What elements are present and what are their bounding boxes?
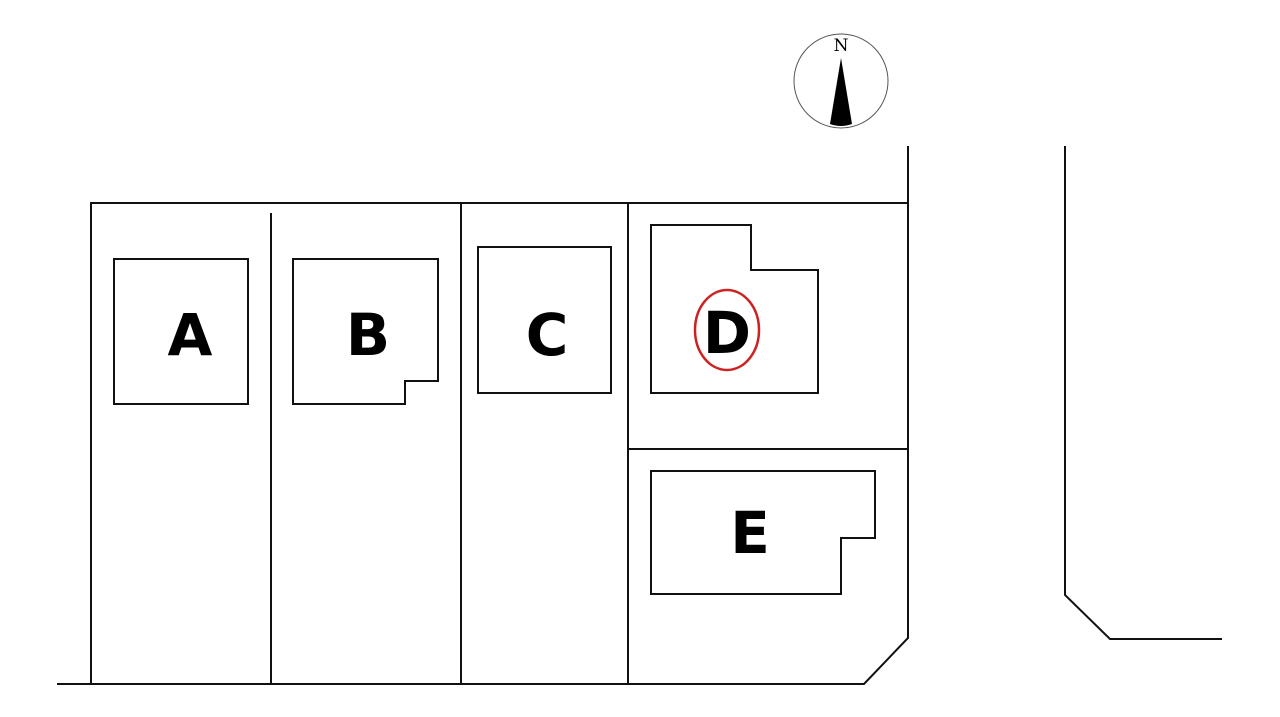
building-b	[292, 258, 439, 405]
site-boundaries	[57, 146, 1222, 685]
lot-label-a: A	[168, 301, 213, 369]
lot-label-b: B	[346, 301, 390, 369]
lot-label-e: E	[730, 499, 770, 567]
building-e	[650, 470, 876, 595]
road-edge-right	[57, 146, 909, 685]
compass-north-letter: N	[834, 36, 849, 56]
compass: N	[793, 33, 889, 129]
building-c	[477, 246, 612, 394]
lot-label-c: C	[526, 301, 569, 369]
lot-label-d: D	[703, 299, 751, 367]
highlight-circle-d	[693, 288, 761, 372]
building-d	[650, 224, 819, 394]
road-edge-far-right	[1064, 146, 1222, 640]
building-a	[113, 258, 249, 405]
north-arrow-icon	[830, 58, 852, 126]
building-outlines	[113, 224, 876, 595]
lot-labels: A B C D E	[168, 299, 770, 567]
